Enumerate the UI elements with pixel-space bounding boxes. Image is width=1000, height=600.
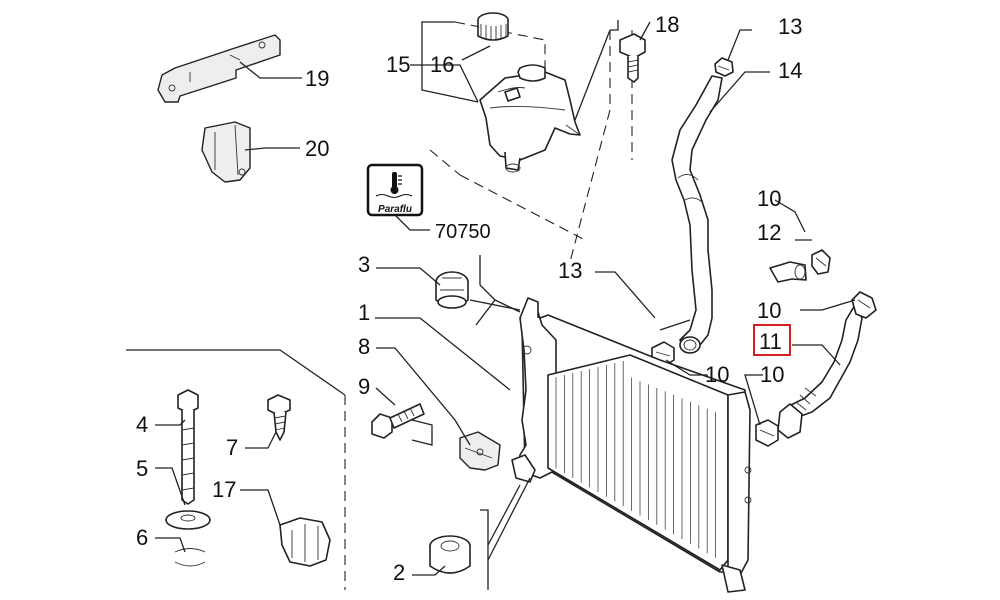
part-12-small-hose (769, 261, 807, 283)
callout-14: 14 (778, 58, 802, 83)
part-20-angle-bracket (201, 121, 251, 183)
callout-20: 20 (305, 136, 329, 161)
callout-6: 6 (136, 525, 148, 550)
part-2-rubber-bush (429, 535, 471, 574)
part-10-clamp-upper (811, 249, 831, 275)
part-11-lower-hose (777, 291, 877, 439)
part-1-radiator (511, 297, 752, 593)
callout-3: 3 (358, 252, 370, 277)
callout-5: 5 (136, 456, 148, 481)
coolant-badge: Paraflu (366, 163, 424, 217)
part-9-bolt (371, 403, 425, 439)
callout-7: 7 (226, 435, 238, 460)
callout-16: 16 (430, 52, 454, 77)
part-7-screw (267, 394, 291, 441)
leader-lines (155, 21, 856, 576)
part-14-upper-hose (671, 75, 723, 354)
callout-9: 9 (358, 374, 370, 399)
part-18-bolt (619, 33, 646, 83)
callout-19: 19 (305, 66, 329, 91)
part-10-clamp-lower (755, 419, 779, 447)
radiator-fins (555, 360, 716, 558)
callout-12: 12 (757, 220, 781, 245)
thermometer-icon (375, 172, 413, 198)
part-17-clip (279, 517, 331, 567)
coolant-code: 70750 (435, 221, 491, 243)
callout-10-right: 10 (757, 298, 781, 323)
callout-1: 1 (358, 300, 370, 325)
part-16-expansion-cap (477, 12, 509, 41)
part-19-bracket-plate (157, 34, 281, 103)
callout-11-highlight-box (753, 324, 791, 356)
callout-15: 15 (386, 52, 410, 77)
part-4-long-bolt (177, 389, 199, 505)
part-6-washer (165, 510, 211, 530)
part-3-rubber-mount (435, 271, 469, 309)
callout-10-top: 10 (757, 186, 781, 211)
callout-8: 8 (358, 334, 370, 359)
part-8-bracket (459, 431, 501, 471)
callout-numbers: 19 20 15 16 18 13 14 70750 3 1 8 9 4 7 5… (136, 12, 802, 585)
callout-2: 2 (393, 560, 405, 585)
callout-13-top: 13 (778, 14, 802, 39)
callout-4: 4 (136, 412, 148, 437)
callout-10-mid: 10 (705, 362, 729, 387)
callout-11: 11 (759, 329, 782, 354)
coolant-brand-label: Paraflu (378, 204, 412, 215)
part-5-ring (174, 548, 206, 567)
part-13-hose-clamp-top (714, 57, 734, 77)
callout-13-mid: 13 (558, 258, 582, 283)
callout-17: 17 (212, 477, 236, 502)
callout-18: 18 (655, 12, 679, 37)
part-15-expansion-tank (479, 64, 581, 173)
callout-10-low: 10 (760, 362, 784, 387)
